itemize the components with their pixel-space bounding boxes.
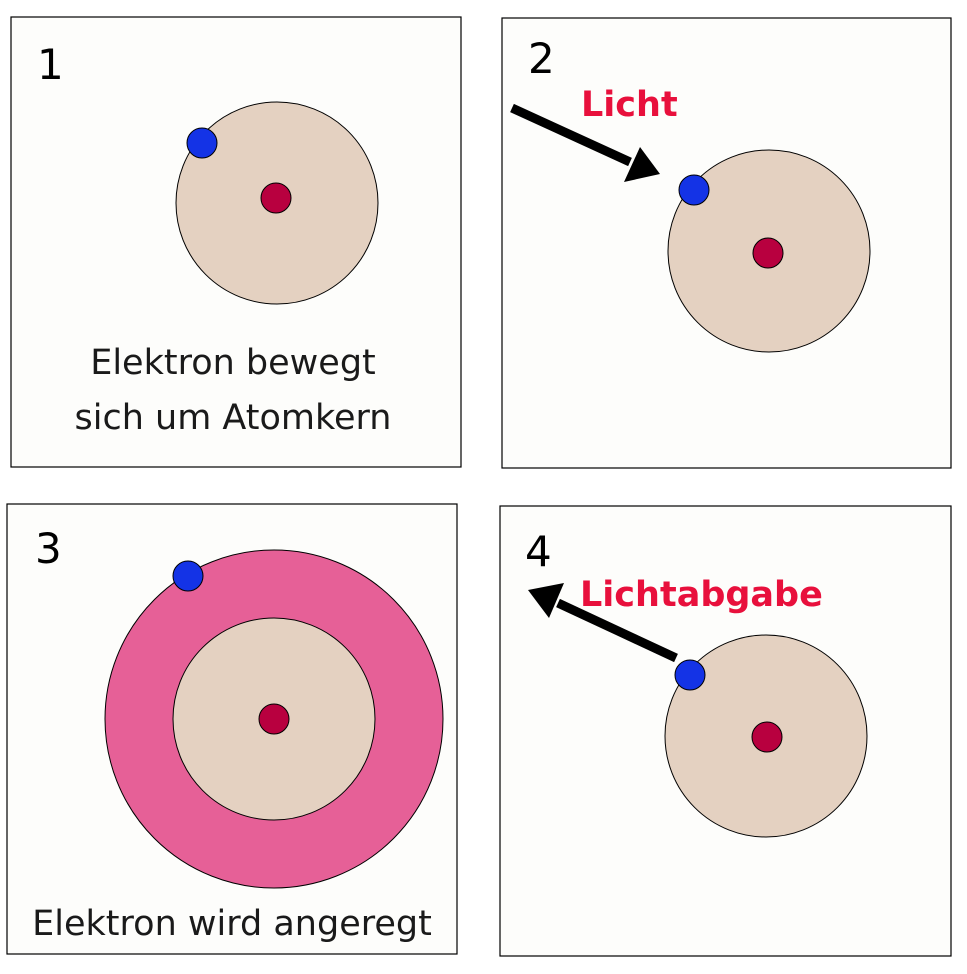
caption-line-2: sich um Atomkern	[75, 398, 392, 438]
panel-4: 4 Lichtabgabe	[499, 505, 952, 957]
caption: Elektron wird angeregt	[32, 904, 432, 944]
panel-number: 2	[528, 34, 555, 83]
nucleus	[751, 721, 783, 753]
panel-number: 1	[37, 40, 64, 89]
electron	[678, 174, 710, 206]
nucleus	[258, 703, 290, 735]
light-label: Licht	[581, 85, 678, 125]
incoming-light-arrow	[510, 103, 660, 182]
nucleus	[260, 182, 292, 214]
emitted-light-arrow	[528, 583, 678, 663]
nucleus	[752, 237, 784, 269]
panel-number: 3	[35, 524, 62, 573]
panel-1: 1 Elektron bewegt sich um Atomkern	[10, 16, 462, 468]
electron	[172, 560, 204, 592]
panel-3: 3 Elektron wird angeregt	[6, 503, 458, 955]
light-label: Lichtabgabe	[580, 575, 823, 615]
caption-line-1: Elektron bewegt	[90, 343, 376, 383]
panel-2: 2 Licht	[501, 17, 952, 469]
electron	[674, 659, 706, 691]
electron	[186, 127, 218, 159]
panel-number: 4	[525, 527, 552, 576]
